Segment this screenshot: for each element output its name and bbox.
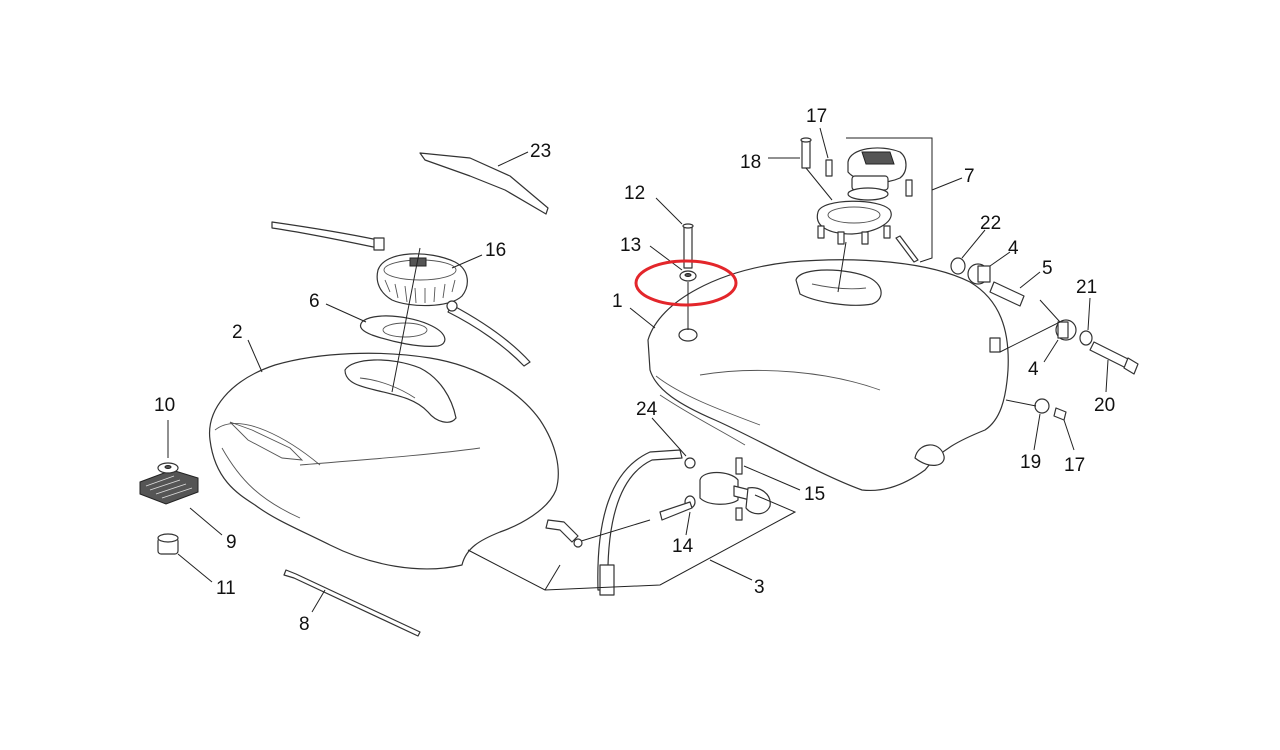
callout-17-lower: 17 [1064, 455, 1085, 476]
callout-24: 24 [636, 399, 658, 420]
part-24-hose [597, 449, 696, 596]
part-7-filler-cap [816, 147, 919, 263]
callout-18: 18 [740, 152, 761, 173]
callout-6: 6 [309, 291, 320, 312]
part-4-grommet-upper [967, 263, 991, 285]
hose-upper-left [271, 221, 531, 367]
callout-labels: 1 2 3 4 4 5 6 7 8 9 10 11 12 13 14 15 16… [154, 106, 1115, 635]
callout-22: 22 [980, 213, 1001, 234]
callout-3: 3 [754, 577, 765, 598]
part-15-fuel-tap [699, 457, 771, 521]
part-1-fuel-tank-right [647, 259, 1009, 492]
callout-4-lower: 4 [1028, 359, 1039, 380]
part-18-screw [800, 137, 812, 169]
callout-11: 11 [216, 578, 236, 599]
part-22-nut [950, 257, 966, 275]
part-23-trim-strip [419, 152, 549, 215]
part-17-screw-lower [1053, 407, 1067, 421]
part-9-rubber-pad [139, 469, 199, 505]
callout-19: 19 [1020, 452, 1041, 473]
callout-20: 20 [1094, 395, 1115, 416]
part-20-long-bolt [1089, 341, 1139, 375]
part-13-washer [679, 270, 697, 282]
part-5-spacer [989, 281, 1025, 307]
callout-10: 10 [154, 395, 175, 416]
callout-23: 23 [530, 141, 551, 162]
callout-1: 1 [612, 291, 623, 312]
callout-16: 16 [485, 240, 506, 261]
callout-12: 12 [624, 183, 645, 204]
callout-9: 9 [226, 532, 237, 553]
part-2-fuel-tank-left [208, 352, 559, 570]
callout-14: 14 [672, 536, 694, 557]
callout-8: 8 [299, 614, 310, 635]
part-19-washer [1034, 398, 1050, 414]
part-11-bushing [157, 533, 179, 555]
callout-21: 21 [1076, 277, 1097, 298]
callout-5: 5 [1042, 258, 1053, 279]
part-3-hose-assembly [545, 501, 693, 548]
callout-2: 2 [232, 322, 243, 343]
part-12-bolt [682, 223, 694, 269]
callout-4-upper: 4 [1008, 238, 1019, 259]
highlight-part-13 [634, 259, 738, 307]
callout-13: 13 [620, 235, 641, 256]
part-10-washer [157, 462, 179, 474]
part-8-support-rod [283, 569, 421, 637]
part-4-grommet-lower [1055, 319, 1077, 341]
leader-lines [167, 127, 1109, 613]
callout-7: 7 [964, 166, 975, 187]
callout-17-upper: 17 [806, 106, 827, 127]
part-21-washer [1079, 330, 1093, 346]
part-6-gasket [359, 315, 446, 347]
part-16-pump-flange [376, 253, 468, 307]
callout-15: 15 [804, 484, 825, 505]
